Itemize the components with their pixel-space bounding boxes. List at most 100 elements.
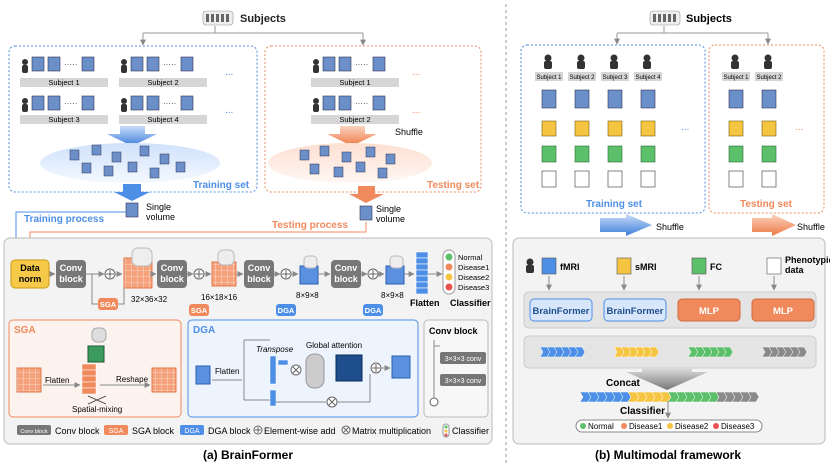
conv-block-1-l1: Conv: [60, 263, 83, 273]
mm-concat-vector: [579, 391, 760, 403]
person-icon: [544, 54, 552, 62]
mm-class-disease3: Disease3: [721, 422, 755, 431]
data-norm-l2: norm: [19, 274, 42, 284]
conv-block-3-l2: block: [247, 274, 272, 284]
phenotype-icon: [761, 170, 777, 188]
smri-icon: [640, 120, 656, 137]
legend-conv-chip-text: Conv block: [20, 429, 47, 435]
sga-reshape-label: Reshape: [116, 375, 149, 384]
legend-sga-chip-text: SGA: [109, 428, 124, 435]
train-shuffled-volumes: [69, 144, 186, 179]
data-norm-l1: Data: [20, 263, 41, 273]
mm-train-ellipsis: ...: [681, 122, 689, 133]
phenotype-icon: [640, 170, 656, 188]
mm-training-set-label: Training set: [586, 199, 643, 210]
legend-dga-chip: [180, 425, 204, 435]
conv-block-2-l1: Conv: [161, 263, 184, 273]
mm-subject-label: Subject 2: [756, 75, 782, 81]
modality-icon: [616, 257, 632, 275]
mm-encoder-band: [523, 291, 817, 329]
test-shuffle-arrow: [327, 126, 377, 146]
class-normal: Normal: [458, 253, 483, 262]
svg-text:·····: ·····: [355, 60, 368, 69]
mm-subject-column: Subject 2: [568, 54, 596, 188]
conv-block-3: [244, 260, 274, 288]
fmri-icon: [728, 89, 744, 109]
legend-add-label: Element-wise add: [264, 426, 336, 436]
conv-block-2-l2: block: [160, 274, 185, 284]
mm-subject-column: Subject 1: [535, 54, 563, 188]
modality-icon: [691, 257, 707, 275]
conv-block-1: [56, 260, 86, 288]
subjects-stack-right: [649, 10, 681, 26]
svg-text:·····: ·····: [64, 99, 77, 108]
train-subject-label-2: Subject 2: [147, 78, 178, 87]
classifier-label: Classifier: [450, 298, 491, 308]
smri-icon: [574, 120, 590, 137]
single-volume-train-l2: volume: [146, 212, 175, 222]
conv-layer-2-label: 3×3×3 conv: [445, 378, 482, 385]
single-volume-train-l1: Single: [146, 202, 171, 212]
svg-text:·····: ·····: [355, 99, 368, 108]
person-icon: [764, 54, 772, 62]
subjects-label-left: Subjects: [240, 13, 286, 25]
dga-block-2-label: DGA: [365, 306, 382, 315]
mm-embedding-vector: [613, 346, 660, 358]
flatten-vector: [415, 251, 429, 295]
mm-encoder-label: BrainFormer: [532, 306, 589, 317]
phenotype-icon: [607, 170, 623, 188]
mm-encoder: MLP: [751, 298, 815, 322]
dga-block-1-label: DGA: [278, 306, 295, 315]
dga-detail-box: [187, 319, 419, 418]
size-label-4: 8×9×8: [381, 291, 404, 300]
mm-classifier-label: Classifier: [620, 406, 665, 417]
mm-embeddings: [539, 346, 808, 358]
shuffle-label-left: Shuffle: [395, 127, 423, 137]
fc-icon: [574, 145, 590, 163]
size-label-3: 8×9×8: [296, 291, 319, 300]
test-ellipsis-2: ...: [412, 105, 420, 116]
train-ellipsis-2: ...: [225, 105, 233, 116]
person-icon: [577, 54, 585, 62]
mm-shuffle-label-1: Shuffle: [656, 222, 684, 232]
mm-subject-column: Subject 1: [722, 54, 750, 188]
mm-encoder-label: BrainFormer: [606, 306, 663, 317]
testing-set-label: Testing set: [427, 180, 480, 191]
fc-icon: [728, 145, 744, 163]
dga-transpose-label: Transpose: [256, 345, 294, 354]
mm-embedding-vector: [761, 346, 808, 358]
mm-modality: sMRI: [616, 257, 657, 291]
svg-text:·····: ·····: [163, 99, 176, 108]
fmri-icon: [574, 89, 590, 109]
legend-conv-label: Conv block: [55, 426, 100, 436]
conv-detail-title: Conv block: [429, 326, 479, 336]
phenotype-icon: [728, 170, 744, 188]
mm-train-arrow: [600, 214, 652, 236]
mm-subject-label: Subject 1: [723, 75, 749, 81]
feature-cube-2: [211, 261, 237, 287]
train-subject-label-3: Subject 3: [48, 115, 79, 124]
legend-sga-chip: [104, 425, 128, 435]
conv-block-4-l1: Conv: [335, 263, 358, 273]
test-ellipsis-1: ...: [412, 67, 420, 78]
modality-icon: [766, 257, 782, 275]
test-shuffled-volumes: [299, 145, 396, 179]
dga-attention-matrix: [335, 354, 363, 382]
sga-block-1: [98, 298, 118, 310]
mm-embedding-vector: [687, 346, 734, 358]
mm-class-disease1: Disease1: [629, 422, 663, 431]
mm-subject-label: Subject 4: [635, 75, 661, 81]
class-disease2: Disease2: [458, 273, 489, 282]
mm-test-ellipsis: ...: [795, 122, 803, 133]
smri-icon: [607, 120, 623, 137]
feature-cube-3: [299, 265, 319, 285]
fc-icon: [541, 145, 557, 163]
smri-icon: [541, 120, 557, 137]
sga-block-1-label: SGA: [100, 300, 117, 309]
feature-cube-4: [385, 265, 405, 285]
test-subject-label-2: Subject 2: [339, 115, 370, 124]
train-ellipsis-1: ...: [225, 67, 233, 78]
dga-input-cube: [195, 365, 211, 385]
